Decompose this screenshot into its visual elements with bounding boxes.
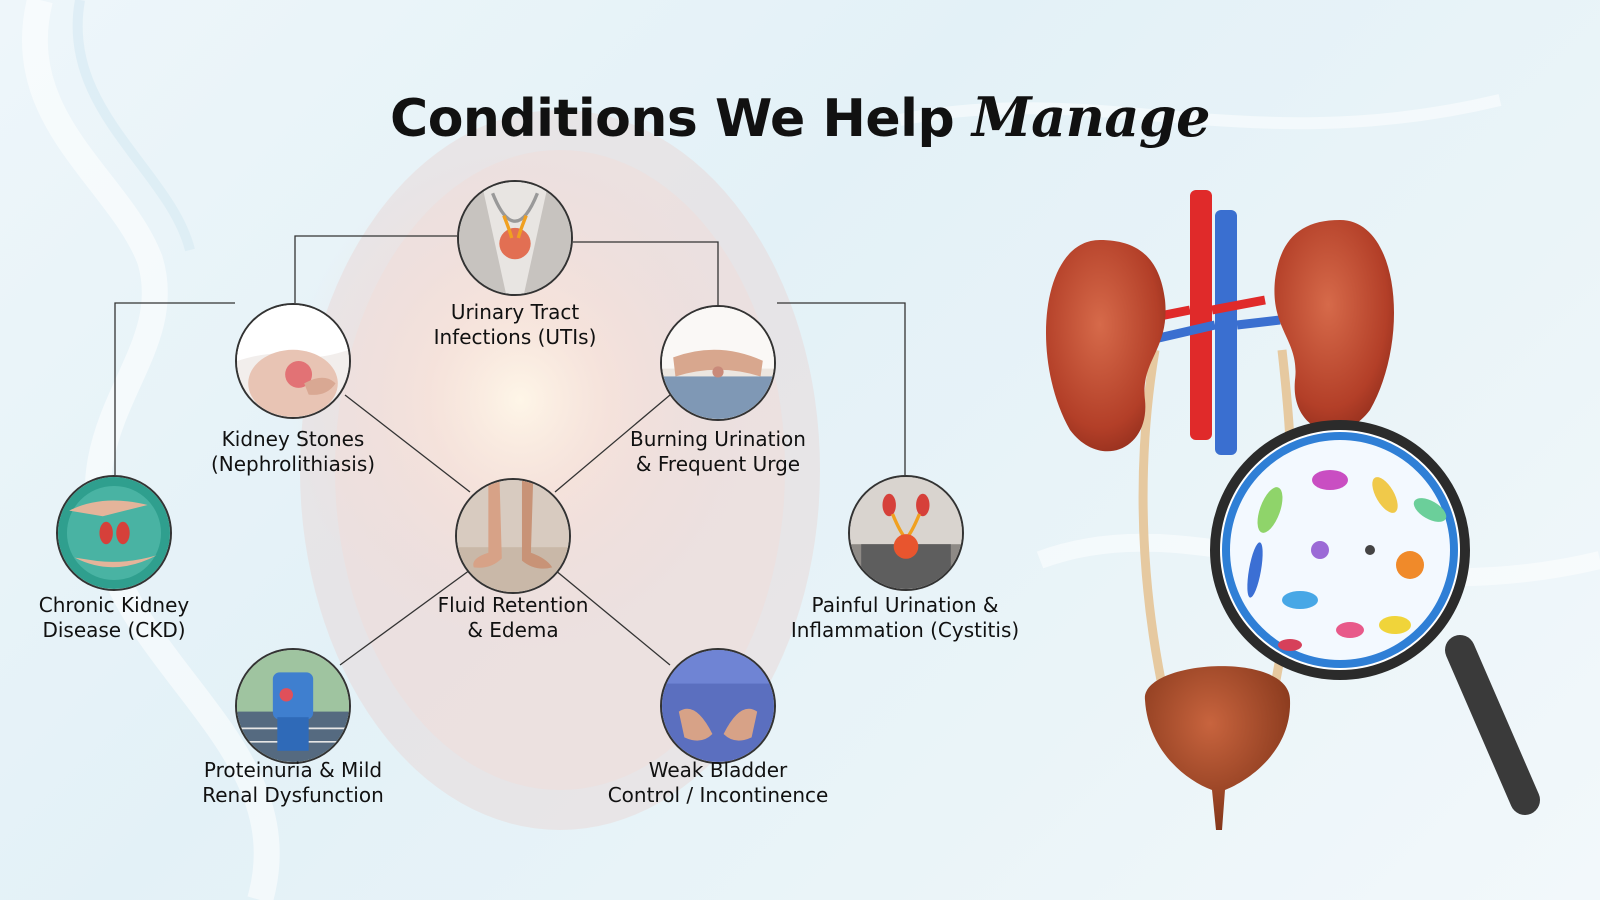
- bladder: [1144, 666, 1291, 830]
- connector-cystitis-top: [777, 302, 906, 475]
- edema-photo: [455, 478, 571, 594]
- stones-photo: [235, 303, 351, 419]
- label-burning-line1: Burning Urination: [630, 427, 806, 451]
- label-cystitis: Painful Urination & Inflammation (Cystit…: [765, 593, 1045, 643]
- label-uti-line1: Urinary Tract: [450, 300, 580, 324]
- page-title: Conditions We Help Manage: [0, 85, 1600, 149]
- label-bladder-line2: Control / Incontinence: [607, 783, 829, 807]
- label-edema: Fluid Retention & Edema: [373, 593, 653, 643]
- urinary-system-illustration: [1046, 190, 1540, 830]
- label-ckd-line2: Disease (CKD): [42, 618, 186, 642]
- label-edema-line2: & Edema: [467, 618, 559, 642]
- connector-edema-bladder: [554, 569, 671, 666]
- magnifier-icon: [1210, 420, 1540, 815]
- burning-photo: [660, 305, 776, 421]
- label-proteinuria-line1: Proteinuria & Mild: [203, 758, 383, 782]
- label-burning-line2: & Frequent Urge: [635, 452, 801, 476]
- label-ckd-line1: Chronic Kidney: [38, 593, 190, 617]
- cystitis-photo: [848, 475, 964, 591]
- label-burning: Burning Urination & Frequent Urge: [578, 427, 858, 477]
- label-bladder: Weak Bladder Control / Incontinence: [578, 758, 858, 808]
- label-stones: Kidney Stones (Nephrolithiasis): [153, 427, 433, 477]
- connector-stones-edema: [344, 394, 471, 493]
- bacteria-cluster: [1247, 470, 1447, 651]
- label-stones-line1: Kidney Stones: [221, 427, 365, 451]
- connector-edema-proteinuria: [339, 569, 471, 666]
- label-proteinuria-line2: Renal Dysfunction: [202, 783, 384, 807]
- left-kidney: [1046, 240, 1166, 452]
- right-kidney: [1274, 220, 1394, 432]
- bladder-photo: [660, 648, 776, 764]
- uti-photo: [457, 180, 573, 296]
- title-emphasis: Manage: [971, 84, 1211, 149]
- connector-ckd-top: [114, 302, 235, 475]
- connector-uti-stones: [294, 235, 457, 303]
- ckd-photo: [56, 475, 172, 591]
- connector-uti-burning: [573, 241, 719, 305]
- label-edema-line1: Fluid Retention: [437, 593, 589, 617]
- label-uti-line2: Infections (UTIs): [433, 325, 597, 349]
- label-stones-line2: (Nephrolithiasis): [210, 452, 376, 476]
- connector-burning-edema: [554, 394, 671, 493]
- label-ckd: Chronic Kidney Disease (CKD): [0, 593, 254, 643]
- label-cystitis-line2: Inflammation (Cystitis): [790, 618, 1020, 642]
- label-uti: Urinary Tract Infections (UTIs): [375, 300, 655, 350]
- label-cystitis-line1: Painful Urination &: [811, 593, 999, 617]
- proteinuria-photo: [235, 648, 351, 764]
- label-bladder-line1: Weak Bladder: [648, 758, 788, 782]
- label-proteinuria: Proteinuria & Mild Renal Dysfunction: [153, 758, 433, 808]
- title-main: Conditions We Help: [390, 88, 955, 149]
